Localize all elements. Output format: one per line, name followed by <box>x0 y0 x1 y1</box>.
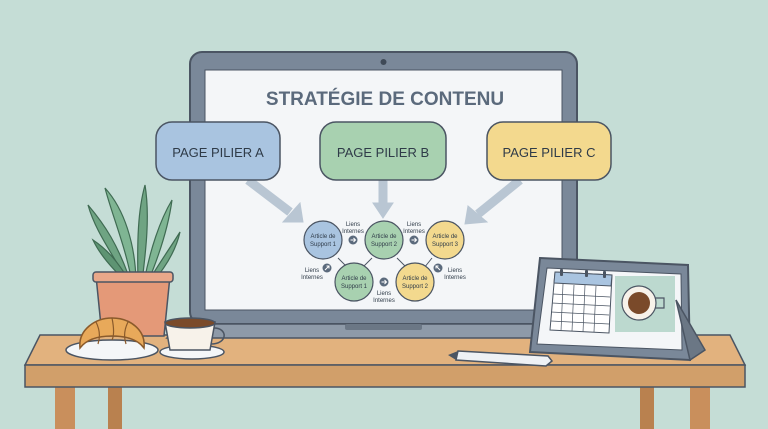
pillar-b-box <box>319 121 447 181</box>
coffee-photo-handle <box>655 297 665 309</box>
arrow-right-icon <box>348 235 358 245</box>
link-label-line2: Internes <box>373 298 395 304</box>
link-label-line1: Liens <box>305 268 319 274</box>
arrow-right-icon <box>409 235 419 245</box>
desk-leg-left <box>55 385 75 429</box>
article-line1: Article de <box>402 276 428 282</box>
link-label-line1: Liens <box>448 268 462 274</box>
link-label-line2: Internes <box>301 275 323 281</box>
arrow-c <box>475 176 523 218</box>
link-label-line2: Internes <box>444 275 466 281</box>
article-line1: Article de <box>341 276 367 282</box>
link-arrow-badges <box>322 235 443 287</box>
link-label-line1: Liens <box>407 222 421 228</box>
laptop-hinge <box>345 324 422 330</box>
pillar-a-label: PAGE PILIER A <box>172 145 264 160</box>
article-bottom-left: Article de Support 1 <box>334 262 374 302</box>
pillar-c-box <box>486 121 612 181</box>
pillar-c-label: PAGE PILIER C <box>503 145 596 160</box>
coffee-cup-icon <box>159 317 225 360</box>
pillar-arrows <box>245 176 523 225</box>
arrow-up-right-icon <box>322 263 332 273</box>
article-line2: Support 3 <box>432 242 459 248</box>
tablet-stand <box>675 299 707 362</box>
article-bottom-right: Article de Support 2 <box>395 262 435 302</box>
article-line1: Article de <box>432 234 458 240</box>
pillar-b-label: PAGE PILIER B <box>337 145 429 160</box>
article-top-left: Article de Support 1 <box>303 220 343 260</box>
article-top-mid: Article de Support 2 <box>364 220 404 260</box>
desk-leg-back-right <box>640 385 654 429</box>
pillar-a-box <box>155 121 281 181</box>
connector-2 <box>363 257 373 267</box>
article-line1: Article de <box>371 234 397 240</box>
connector-3 <box>396 257 406 267</box>
article-circle <box>425 220 465 260</box>
arrow-a <box>245 176 293 216</box>
link-label-line2: Internes <box>403 229 425 235</box>
arrow-up-left-icon <box>433 263 443 273</box>
article-circle <box>303 220 343 260</box>
pot-rim <box>92 271 174 283</box>
webcam-icon <box>380 59 387 65</box>
screen-title: STRATÉGIE DE CONTENU <box>266 88 504 110</box>
croissant-icon <box>65 317 159 361</box>
article-line2: Support 2 <box>371 242 398 248</box>
arrow-a-head <box>281 201 304 223</box>
pen-icon <box>448 350 554 367</box>
link-label-line2: Internes <box>342 229 364 235</box>
article-line2: Support 1 <box>341 284 368 290</box>
desk-edge <box>24 364 746 388</box>
article-circle <box>395 262 435 302</box>
tablet-icon <box>528 256 707 362</box>
article-circle <box>364 220 404 260</box>
coffee-photo-liquid <box>628 292 650 314</box>
desk-leg-right <box>690 385 710 429</box>
desk-leg-back-left <box>108 385 122 429</box>
article-top-right: Article de Support 3 <box>425 220 465 260</box>
article-line1: Article de <box>310 234 336 240</box>
arrow-b-head <box>372 202 394 219</box>
plant-icon <box>87 184 181 337</box>
arrow-right-icon <box>379 277 389 287</box>
link-label-line1: Liens <box>377 291 391 297</box>
pillar-a: PAGE PILIER A <box>155 121 281 181</box>
pillar-b: PAGE PILIER B <box>319 121 447 181</box>
pillar-c: PAGE PILIER C <box>486 121 612 181</box>
link-labels: Liens Internes Liens Internes Liens Inte… <box>301 222 466 304</box>
arrow-c-head <box>464 205 489 225</box>
link-label-line1: Liens <box>346 222 360 228</box>
article-line2: Support 2 <box>402 284 429 290</box>
article-line2: Support 1 <box>310 242 337 248</box>
calendar-icon <box>549 269 613 334</box>
article-circle <box>334 262 374 302</box>
